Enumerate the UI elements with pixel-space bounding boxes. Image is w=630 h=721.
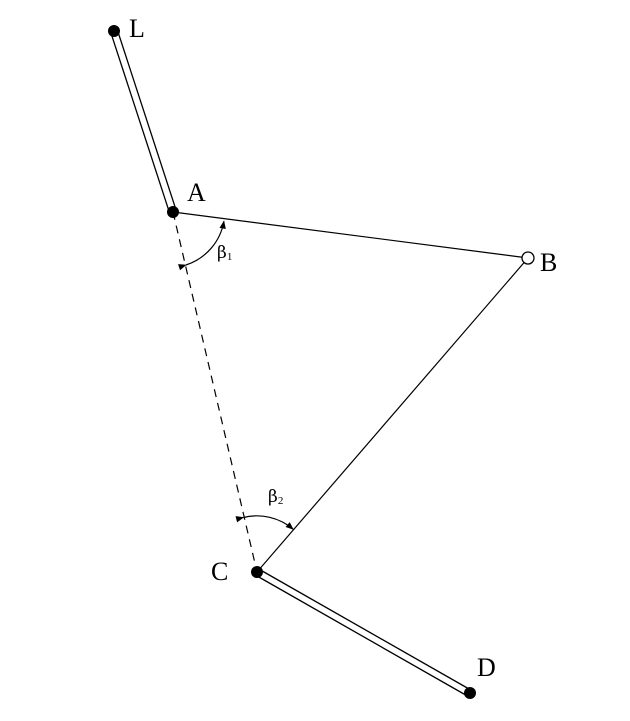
point-c-label: C <box>211 557 228 586</box>
point-b-marker <box>521 251 535 265</box>
point-d-marker <box>464 687 476 699</box>
point-b-label: B <box>540 248 557 277</box>
segment-c-d <box>254 568 473 698</box>
point-d-label: D <box>477 653 496 682</box>
point-l-label: L <box>129 14 145 43</box>
angle-beta2-label: β2 <box>268 487 283 507</box>
point-l-marker <box>108 25 120 37</box>
segment-a-c <box>172 211 258 573</box>
segment-b-c <box>256 257 529 573</box>
angle-beta1-symbol: β <box>217 243 227 263</box>
point-a-label: A <box>187 178 206 207</box>
angle-beta1-subscript: 1 <box>227 251 233 263</box>
angle-beta1-label: β1 <box>217 243 232 263</box>
angle-beta2-subscript: 2 <box>278 495 284 507</box>
point-a-marker <box>167 206 179 218</box>
point-c-marker <box>251 566 263 578</box>
angle-beta2-symbol: β <box>268 487 278 507</box>
angle-arc-beta1 <box>178 220 226 271</box>
segment-a-b <box>172 211 529 259</box>
segment-l-a <box>109 29 178 214</box>
angle-arc-beta2 <box>235 515 294 530</box>
